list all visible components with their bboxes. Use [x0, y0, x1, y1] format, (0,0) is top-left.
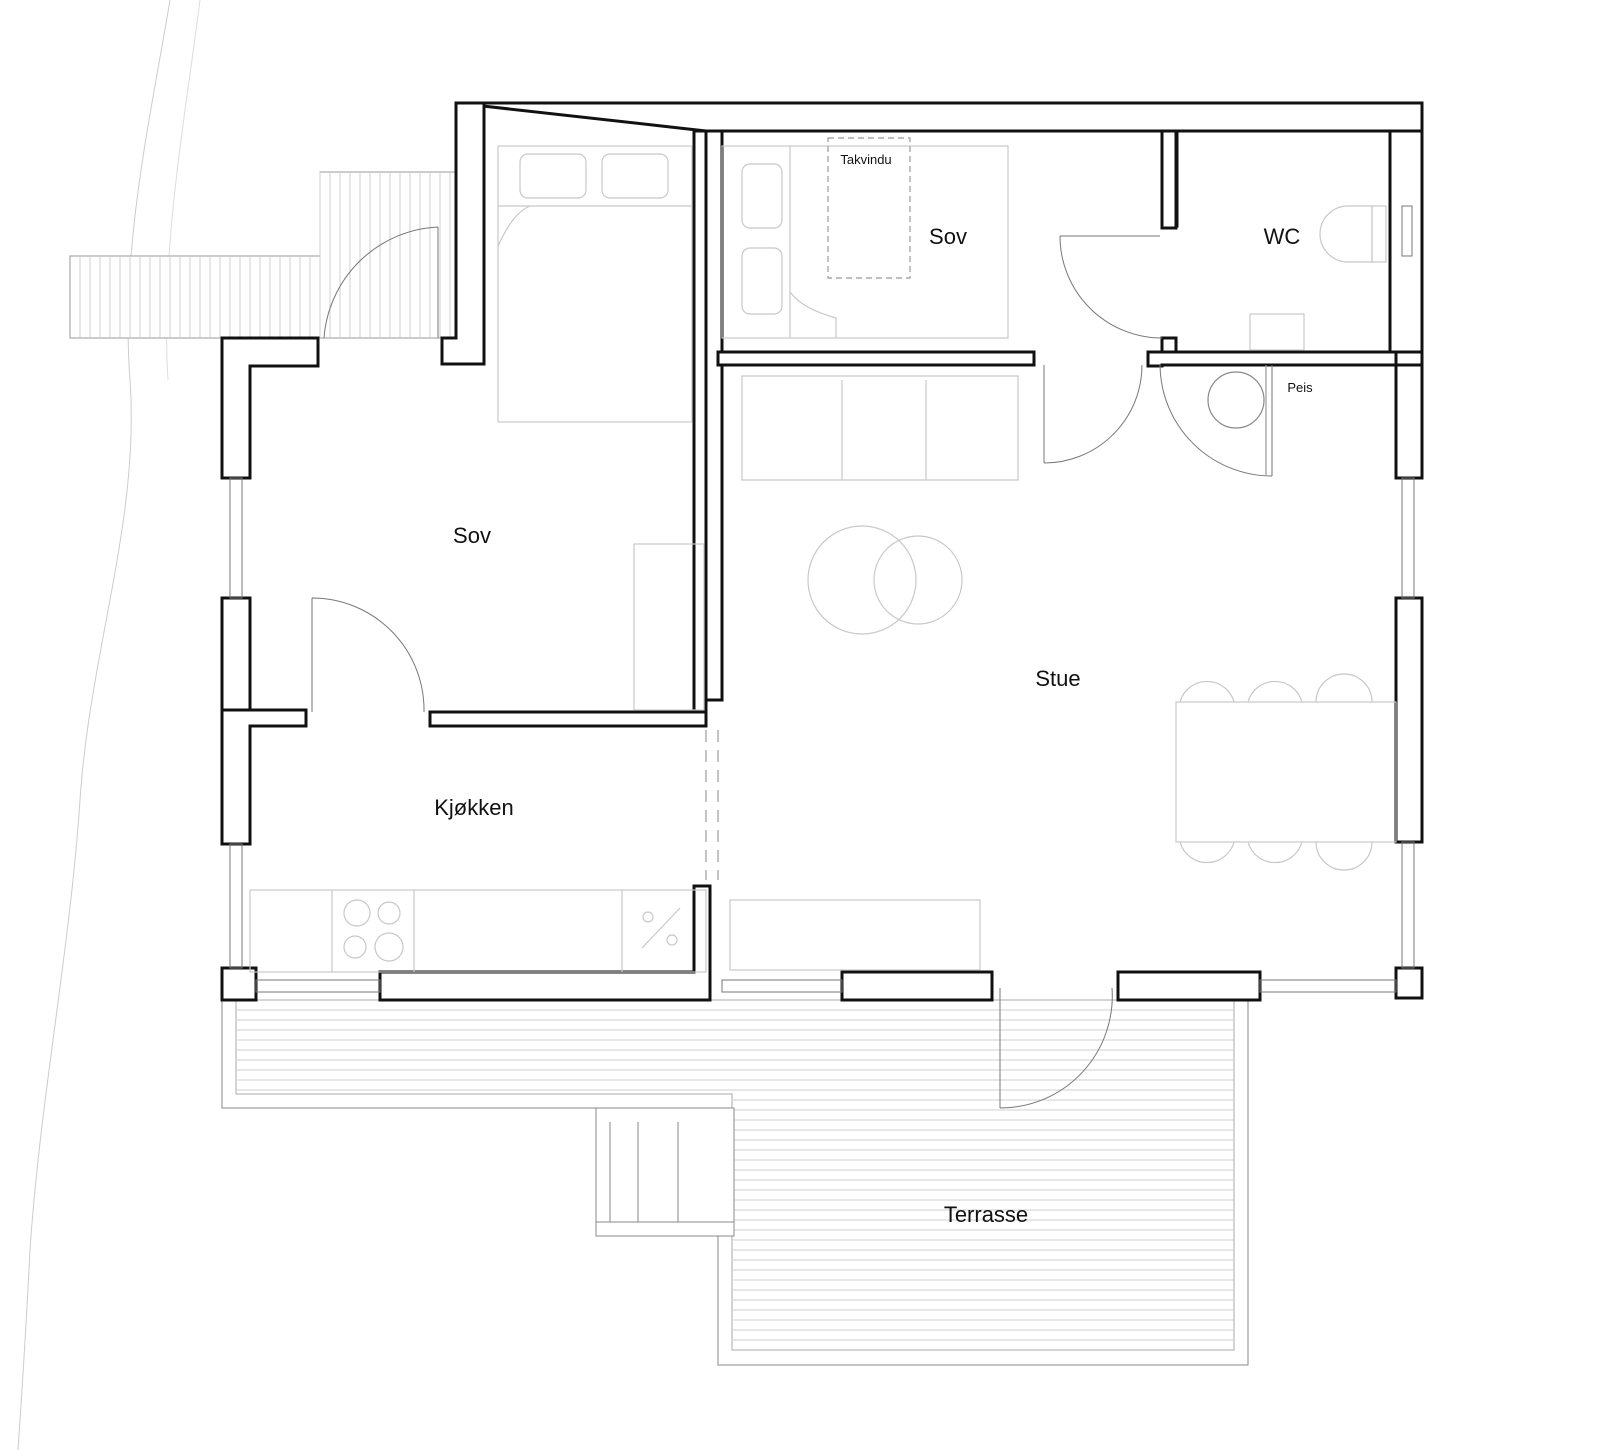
room-label-wc: WC	[1264, 224, 1301, 249]
room-label-kjokken: Kjøkken	[434, 795, 513, 820]
room-label-stue: Stue	[1035, 666, 1080, 691]
walls	[220, 101, 1424, 1002]
terrace	[221, 999, 1249, 1366]
windows	[229, 205, 1415, 993]
room-label-sov-top: Sov	[929, 224, 967, 249]
room-label-terrasse: Terrasse	[944, 1202, 1028, 1227]
terrain-line	[17, 0, 171, 1450]
annotation-takvindu: Takvindu	[840, 152, 891, 167]
room-labels: Sov Sov WC Stue Kjøkken Terrasse Takvind…	[434, 152, 1313, 1227]
annotation-peis: Peis	[1287, 380, 1313, 395]
entrance-steps	[69, 171, 457, 339]
doors	[311, 226, 1273, 1109]
furniture	[249, 137, 1397, 973]
room-label-sov-left: Sov	[453, 523, 491, 548]
